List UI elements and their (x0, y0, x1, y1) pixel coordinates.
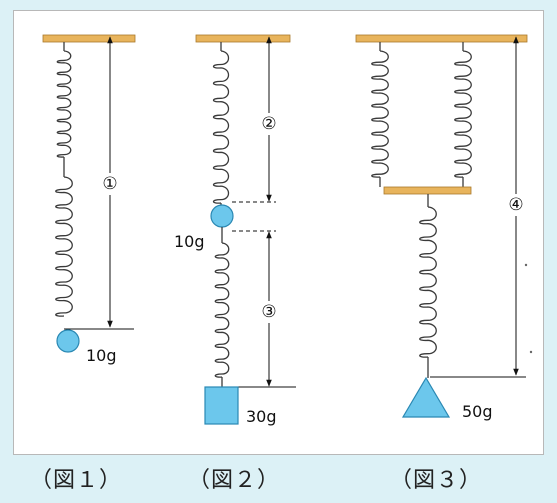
spring-coil (212, 50, 230, 204)
length-label: ③ (261, 302, 276, 322)
weight-label: 30g (246, 407, 277, 426)
weight-label: 50g (462, 402, 493, 421)
weight-circle (56, 329, 80, 353)
spring-coil (56, 50, 72, 158)
caption-figure-2: （図２） (188, 468, 281, 493)
length-label-background (260, 301, 278, 323)
length-label: ② (261, 114, 276, 134)
spring-coil (55, 176, 73, 317)
figure-2: 10g ② ③ 30g (174, 34, 296, 426)
figure-1: ① 10g (42, 34, 136, 365)
spring-diagram: ① 10g 10g ② ③ (42, 34, 533, 426)
length-label: ① (102, 174, 117, 194)
length-label: ④ (508, 195, 523, 215)
ceiling-bar (355, 34, 528, 43)
ceiling-bar (195, 34, 291, 43)
weight-label: 10g (174, 232, 205, 251)
weight-circle (210, 204, 234, 228)
length-label-background (507, 194, 525, 216)
diagram-panel: ① 10g 10g ② ③ (13, 10, 544, 455)
weight-triangle (401, 376, 451, 418)
spring-coil-right (454, 50, 472, 178)
caption-figure-1: （図１） (30, 468, 123, 493)
spring-coil-left (371, 50, 389, 178)
ceiling-bar (42, 34, 136, 43)
weight-square (204, 386, 239, 425)
caption-figure-3: （図３） (390, 468, 483, 493)
weight-label: 10g (86, 346, 117, 365)
speck (524, 263, 528, 267)
spring-coil (214, 242, 230, 378)
spring-coil (419, 206, 437, 358)
length-label-background (101, 173, 119, 195)
speck (529, 350, 533, 354)
figure-3: ④ 50g (355, 34, 533, 421)
connecting-bar (383, 186, 472, 195)
length-label-background (260, 113, 278, 135)
